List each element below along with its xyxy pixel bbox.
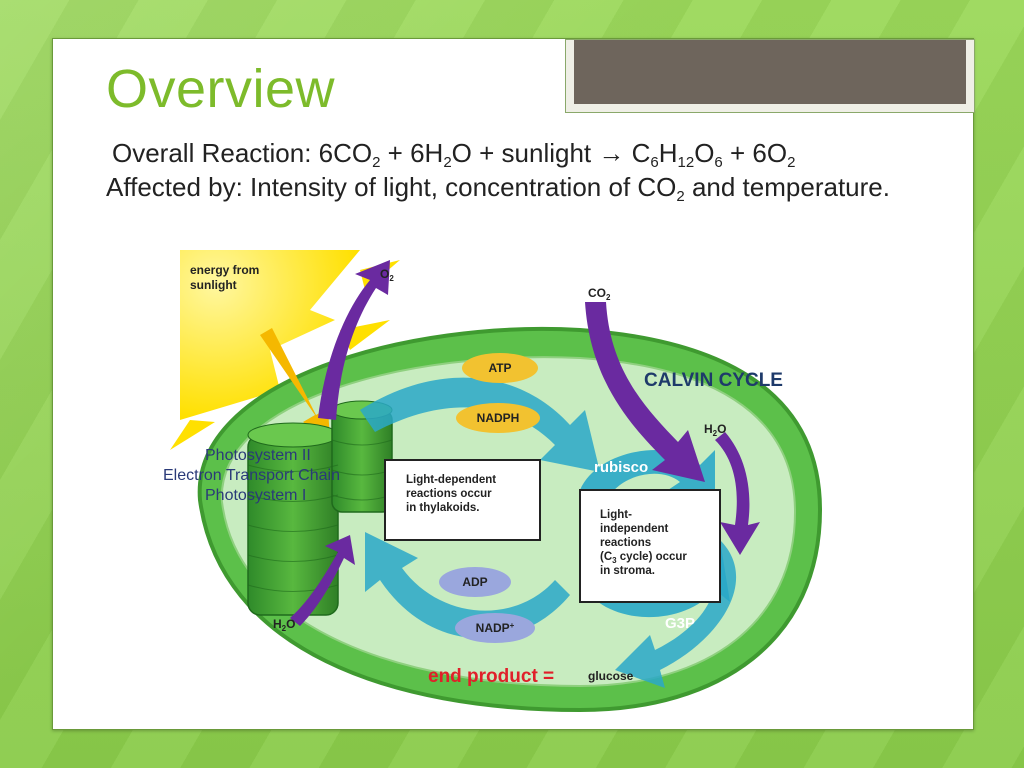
light-independent-text-5: in stroma. [600,565,655,577]
atp-oval [462,353,538,383]
energy-label-1: energy from [190,263,259,277]
photosystem-1-label: Photosystem I [205,487,306,504]
photosynthesis-diagram: energy from sunlight O2 CO2 ATP NADPH CA… [163,250,823,713]
sunlight-arrow [260,328,330,440]
g3p-label: G3P [665,615,695,632]
thylakoid-stacks [247,400,393,616]
h2o-left-label: H2O [273,617,295,633]
light-independent-box [579,489,721,603]
light-independent-text-2: independent [600,523,669,535]
header-tab [565,39,975,113]
atp-nadph-flow-arrow [360,377,600,472]
co2-label: CO2 [588,286,611,302]
h2o-right-label: H2O [704,422,726,438]
light-independent-text-1: Light- [600,509,632,521]
slide-title: Overview [106,59,336,119]
adp-oval [439,567,511,597]
h2o-in-arrow [290,535,355,626]
nadph-label: NADPH [477,411,520,425]
glucose-output-arrow [615,540,737,688]
overall-reaction: Overall Reaction: 6CO2 + 6H2O + sunlight… [112,138,796,171]
o2-label: O2 [380,267,394,283]
co2-in-arrow [585,302,705,482]
atp-label: ATP [488,361,511,375]
light-dependent-text-3: in thylakoids. [406,502,480,514]
photosystem-2-label: Photosystem II [205,447,311,464]
adp-label: ADP [462,575,487,589]
h2o-out-arrow [715,432,760,555]
nadph-oval [456,403,540,433]
light-dependent-text-2: reactions occur [406,488,492,500]
affected-by: Affected by: Intensity of light, concent… [106,172,890,205]
nadp-label: NADP+ [476,621,515,635]
etc-label: Electron Transport Chain [163,467,340,484]
light-independent-text-4: (C3 cycle) occur [600,551,687,565]
light-dependent-box [384,459,541,541]
return-flow-arrow [365,532,570,639]
nadp-oval [455,613,535,643]
calvin-cycle-label: CALVIN CYCLE [644,370,783,391]
header-tab-fill [574,40,966,104]
o2-out-arrow [318,260,390,420]
glucose-label: glucose [588,669,634,683]
light-independent-text-3: reactions [600,537,651,549]
light-dependent-text-1: Light-dependent [406,474,496,486]
end-product-label: end product = [428,666,554,687]
slide-body: Overall Reaction: 6CO2 + 6H2O + sunlight… [106,136,936,204]
energy-label-2: sunlight [190,278,237,292]
rubisco-label: rubisco [594,459,648,476]
